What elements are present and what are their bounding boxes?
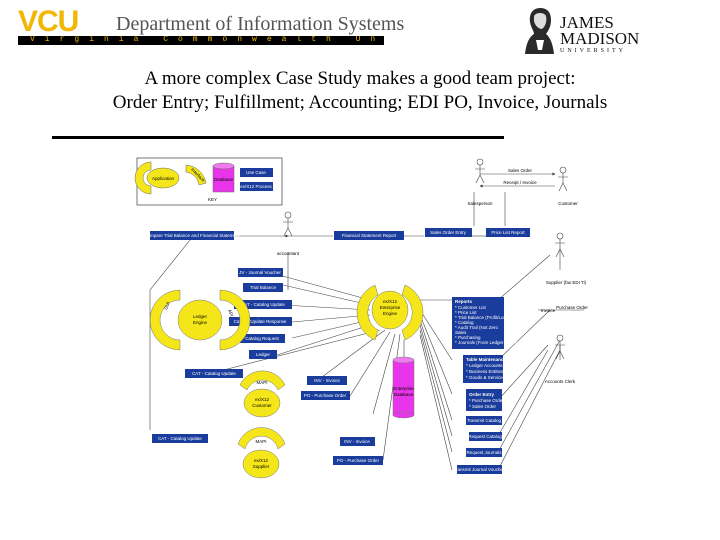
legend-use-case: Use Case (246, 170, 266, 175)
ledger-engine-label-1: Ledger (193, 314, 208, 319)
actor-receipt-invoice: Receipt / Invoice (503, 180, 537, 185)
vcu-header-banner: VCU Department of Information Systems Vi… (18, 5, 404, 45)
reports-item-2: * Price List (455, 310, 477, 315)
actor-accounts-clerk: Accounts Clerk (545, 379, 576, 384)
legend-x12-process: ex/X12 Process (240, 184, 272, 189)
reports-item-7: * Purchasing (455, 335, 481, 340)
order-entry-item-1: * Purchase Order (469, 398, 504, 403)
request-catalog: Request Catalog (468, 434, 502, 439)
legend-key-label: KEY (208, 197, 217, 202)
flow-price-list-report: Price List Report (491, 230, 525, 235)
x12-customer-app: MAPI ex/X12 Customer (239, 370, 286, 418)
vcu-band: Virginia Commonwealth University (18, 36, 384, 45)
reports-item-6: Sales (455, 330, 467, 335)
enterprise-engine-label-1: ex/X12 (383, 299, 398, 304)
flow-cat-catalog-update-2: CAT - Catalog Update (192, 371, 236, 376)
supplier-mapi-tag: MAPI (255, 439, 266, 444)
madison-bust-icon (525, 8, 554, 54)
jmu-university: UNIVERSITY (560, 48, 626, 54)
customer-label-1: ex/X12 (255, 397, 270, 402)
enterprise-database: Enterprise Database (392, 356, 415, 419)
supplier-label-2: Supplier (253, 464, 270, 469)
flow-ledger: Ledger (256, 352, 271, 357)
transmit-journal-voucher: Transmit Journal Voucher (453, 467, 505, 472)
ledger-engine-app: Ledger Engine GUI API (149, 289, 251, 351)
reports-item-5: * Audit Trail (Not Zero (455, 325, 499, 330)
table-maint-title: Table Maintenance (466, 357, 506, 362)
legend-database: Database (214, 177, 234, 182)
jmu-madison: MADISON (560, 29, 640, 48)
connector-lines (149, 172, 584, 471)
actor-purchase-order: Purchase Order (556, 305, 588, 310)
ledger-gui-tag: GUI (163, 301, 170, 310)
flow-trial-balance: Trial Balance (250, 285, 277, 290)
actor-supplier: Supplier (fax EDI Ti) (546, 280, 587, 285)
flow-financial-statement-report: Financial Statement Report (342, 233, 397, 238)
flow-inv-invoice: INV - Invoice (314, 378, 340, 383)
actors (283, 158, 568, 360)
order-entry-item-2: * Sales Order (469, 404, 497, 409)
actor-customer: Customer (558, 201, 578, 206)
slide-title: A more complex Case Study makes a good t… (0, 67, 720, 115)
flow-catalog-update-response: Catalog Update Response (234, 319, 287, 324)
flow-cat-catalog-update: CAT - Catalog Update (241, 302, 285, 307)
vcu-logo: VCU (18, 5, 79, 38)
flow-sales-order-entry: Sales Order Entry (430, 230, 467, 235)
actor-sales-order: Sales Order (508, 168, 533, 173)
slide-title-line2: Order Entry; Fulfillment; Accounting; ED… (112, 92, 608, 113)
flow-jv-journal-voucher: JV - Journal Voucher (239, 270, 281, 275)
enterprise-engine-label-3: Engine (383, 311, 398, 316)
actor-salesperson: Salesperson (467, 201, 493, 206)
customer-label-2: Customer (252, 403, 272, 408)
legend-application: Application (152, 176, 175, 181)
database-label-2: Database (394, 392, 414, 397)
enterprise-engine-label-2: Enterprise (380, 305, 401, 310)
actor-labels: accountant Salesperson Customer Sales Or… (277, 168, 588, 384)
flow-catalog-request: Catalog Request (245, 336, 279, 341)
ledger-engine-label-2: Engine (193, 320, 208, 325)
reports-item-1: * Customer List (455, 305, 487, 310)
supplier-label-1: ex/X12 (254, 458, 269, 463)
jmu-logo: JAMES MADISON UNIVERSITY (522, 4, 642, 58)
request-journals: Request Journals (466, 450, 502, 455)
vcu-band-text: Virginia Commonwealth University (30, 36, 384, 44)
table-maint-item-2: * Business Entities (466, 369, 504, 374)
database-label-1: Enterprise (393, 386, 414, 391)
title-underline (52, 136, 504, 139)
transmit-catalog: Transmit Catalog (467, 418, 502, 423)
top-flow-boxes: Compare Trial Balance and Financial Stat… (144, 228, 530, 240)
ledger-api-tag: API (227, 309, 234, 318)
flow-cat-catalog-update-3: CAT - Catalog Update (158, 436, 202, 441)
actor-accountant: accountant (277, 251, 300, 256)
flow-po-purchase-order: PO - Purchase Order (304, 393, 347, 398)
order-entry-title: Order Entry (469, 392, 495, 397)
right-side-use-cases: Reports * Customer List * Price List * T… (452, 297, 521, 474)
slide-title-line1: A more complex Case Study makes a good t… (144, 68, 576, 89)
actor-invoice: Invoice (541, 308, 556, 313)
table-maint-item-1: * Ledger Accounts (466, 363, 503, 368)
reports-item-3: * Trial Balance (Profit/Loss) (455, 315, 510, 320)
accounting-flows: JV - Journal Voucher Trial Balance CAT -… (152, 268, 383, 465)
legend-key: Application Interface Database Use Case … (134, 157, 283, 206)
reports-item-4: * Catalog (455, 320, 474, 325)
customer-mapi-tag: MAPI (256, 380, 267, 385)
reports-title: Reports (455, 299, 472, 304)
x12-supplier-app: MAPI ex/X12 Supplier (237, 427, 286, 479)
reports-item-8: * Journals (From Ledger Engine) (455, 340, 521, 345)
flow-compare: Compare Trial Balance and Financial Stat… (144, 233, 240, 238)
jmu-james: JAMES (560, 13, 614, 32)
flow-po-purchase-order-2: PO - Purchase Order (337, 458, 380, 463)
department-title: Department of Information Systems (116, 13, 405, 35)
flow-inv-invoice-2: INV - Invoice (344, 439, 370, 444)
enterprise-engine-app: ex/X12 Enterprise Engine (356, 284, 424, 341)
table-maint-item-3: * Goods & Services (466, 375, 506, 380)
